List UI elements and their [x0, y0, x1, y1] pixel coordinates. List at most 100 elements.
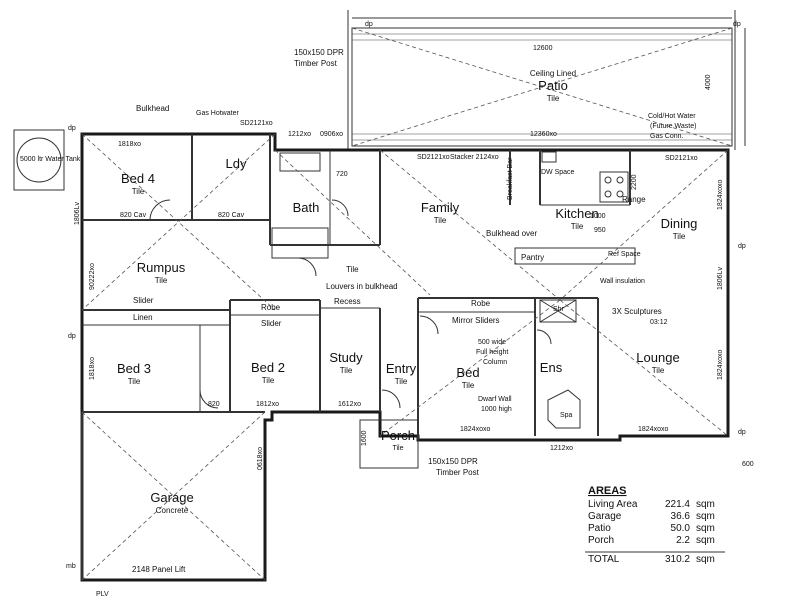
column-label-1: 500 wide — [478, 339, 506, 346]
patio-bottom-dim: 12360xo — [530, 131, 557, 138]
areas-title: AREAS — [588, 485, 627, 497]
family-window-dim: SD2121xo — [417, 154, 450, 161]
dwarf-wall-label: Dwarf Wall — [478, 396, 512, 403]
gas-conn-label: Gas Conn. — [650, 133, 684, 140]
garage-finish: Concrete — [156, 506, 189, 515]
bed2-robe-label: Robe — [261, 303, 281, 312]
bath-dim-720: 720 — [336, 171, 348, 178]
room-garage: Garage — [150, 490, 193, 505]
rumpus-window-dim: 90222xo — [89, 263, 96, 290]
range-label: Range — [622, 195, 646, 204]
water-tank-label: 5000 ltr Water Tank — [20, 156, 81, 163]
room-patio: Patio — [538, 78, 568, 93]
water-tank — [13, 129, 65, 191]
dp-marker: dp — [68, 333, 76, 340]
room-family: Family — [421, 200, 460, 215]
dining-louvre-dim: 1806Lv — [717, 267, 724, 290]
louvers-label: Louvers in bulkhead — [326, 282, 398, 291]
dw-space-label: DW Space — [541, 169, 575, 176]
kitchen-finish: Tile — [571, 222, 584, 231]
downpipe-markers: dp dp dp dp dp dp — [68, 21, 746, 436]
mirror-sliders-label: Mirror Sliders — [452, 316, 500, 325]
dp-marker: dp — [738, 243, 746, 250]
dpr-bottom-label: 150x150 DPR — [428, 457, 478, 466]
area-unit: sqm — [696, 523, 715, 534]
family-stacker-dim: Stacker 2124xo — [450, 154, 499, 161]
wall-insulation-label: Wall insulation — [600, 278, 645, 285]
bath-window-dim: 1212xo — [288, 131, 311, 138]
kitchen-dim-950: 950 — [594, 227, 606, 234]
area-total-label: TOTAL — [588, 554, 620, 565]
area-unit: sqm — [696, 535, 715, 546]
area-total-value: 310.2 — [665, 554, 690, 565]
room-bath: Bath — [293, 200, 320, 215]
timber-post-top-label: Timber Post — [294, 59, 338, 68]
recess-label: Recess — [334, 297, 361, 306]
porch-finish: Tile — [392, 445, 403, 452]
timber-post-bottom-label: Timber Post — [436, 468, 480, 477]
cold-hot-water-label: Cold/Hot Water — [648, 113, 696, 120]
shower-label: Shr — [553, 306, 565, 313]
dp-marker: dp — [733, 21, 741, 28]
door-swings — [149, 199, 552, 409]
bed3-finish: Tile — [128, 377, 141, 386]
bed1-robe-label: Robe — [471, 299, 491, 308]
patio-finish: Tile — [547, 94, 560, 103]
patio-note: Ceiling Lined — [530, 69, 576, 78]
family-finish: Tile — [434, 216, 447, 225]
bed4-finish: Tile — [132, 187, 145, 196]
roof-lines — [81, 133, 729, 581]
lounge-finish: Tile — [652, 366, 665, 375]
pantry-label: Pantry — [521, 253, 544, 262]
bath-window-dim-2: 0906xo — [320, 131, 343, 138]
patio-width-dim: 12600 — [533, 45, 553, 52]
bed2-finish: Tile — [262, 376, 275, 385]
dining-finish: Tile — [673, 232, 686, 241]
bed4-door-dim: 820 Cav — [120, 212, 147, 219]
dpr-top-label: 150x150 DPR — [294, 48, 344, 57]
room-dining: Dining — [661, 216, 698, 231]
dwarf-height-label: 1000 high — [481, 406, 512, 413]
lounge-window-dim: 1824xoxo — [638, 426, 668, 433]
area-label: Garage — [588, 511, 622, 522]
area-unit: sqm — [696, 499, 715, 510]
room-bed1: Bed — [456, 365, 479, 380]
room-ens: Ens — [540, 360, 563, 375]
lounge-side-dim: 1824xoxo — [717, 350, 724, 380]
area-value: 221.4 — [665, 499, 690, 510]
sd-window-label: SD2121xo — [240, 120, 273, 127]
ref-space-label: Ref Space — [608, 251, 641, 258]
area-label: Porch — [588, 535, 614, 546]
sculptures-size-label: 03:12 — [650, 319, 668, 326]
bed3-window-dim: 1818xo — [89, 357, 96, 380]
dim-600: 600 — [742, 461, 754, 468]
study-window-dim: 1612xo — [338, 401, 361, 408]
sd-dining-label: SD2121xo — [665, 155, 698, 162]
rumpus-linen-label: Linen — [133, 313, 153, 322]
mb-label: mb — [66, 563, 76, 570]
room-entry: Entry — [386, 361, 417, 376]
tile-label: Tile — [346, 265, 359, 274]
future-waste-label: (Future Waste) — [650, 123, 696, 130]
garage-window-dim: 0618xo — [257, 447, 264, 470]
area-value: 2.2 — [676, 535, 690, 546]
rumpus-finish: Tile — [155, 276, 168, 285]
bulkhead-label: Bulkhead — [136, 104, 169, 113]
bed2-window-dim: 1812xo — [256, 401, 279, 408]
room-kitchen: Kitchen — [555, 206, 598, 221]
column-label-3: Column — [483, 359, 507, 366]
bed2-slider-label: Slider — [261, 319, 282, 328]
room-bed2: Bed 2 — [251, 360, 285, 375]
room-labels: Ceiling Lined Patio Tile Bed 4 Tile Ldy … — [117, 69, 697, 515]
area-label: Living Area — [588, 499, 638, 510]
plv-label: PLV — [96, 591, 109, 598]
room-lounge: Lounge — [636, 350, 679, 365]
room-ldy: Ldy — [226, 156, 247, 171]
room-porch: Porch — [381, 428, 415, 443]
areas-text: AREAS Living Area 221.4 sqm Garage 36.6 … — [588, 485, 715, 565]
room-bed3: Bed 3 — [117, 361, 151, 376]
bed4-window-dim: 1818xo — [118, 141, 141, 148]
bed1-window-dim: 1824xoxo — [460, 426, 490, 433]
